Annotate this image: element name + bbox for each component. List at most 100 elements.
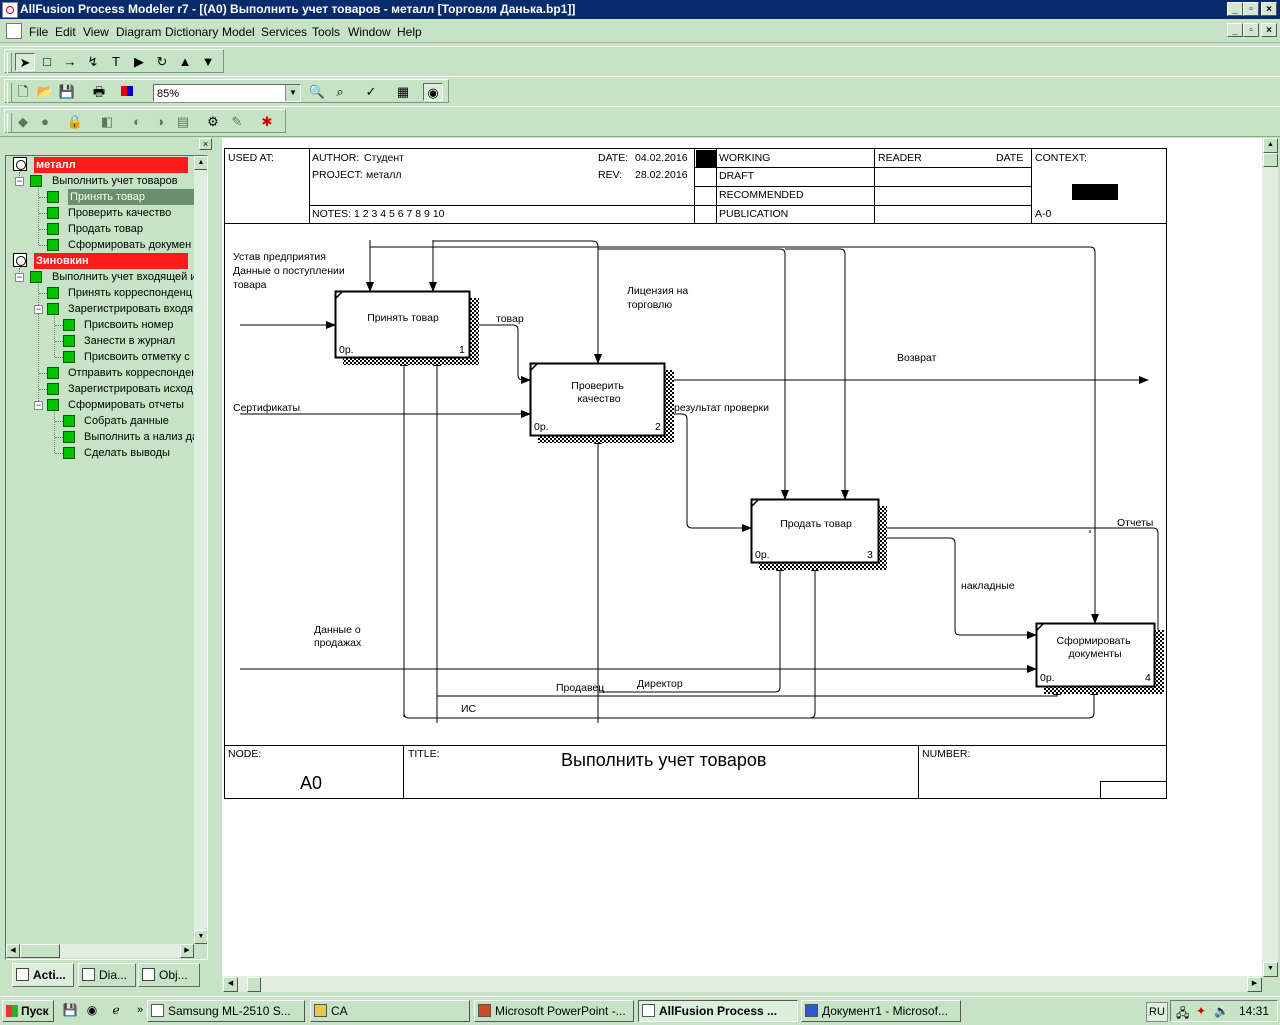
collapse-icon[interactable]: − (34, 304, 43, 314)
activity-box-3[interactable] (750, 498, 880, 564)
panel-close-icon[interactable]: × (199, 138, 212, 150)
arrow-licenzia[interactable] (433, 240, 602, 364)
lock-icon[interactable]: 🔒 (66, 114, 84, 129)
tab-diagrams[interactable]: Dia... (78, 963, 136, 987)
task-samsung[interactable]: Samsung ML-2510 S... (147, 1000, 305, 1022)
activity-box-4[interactable] (1035, 622, 1156, 688)
collapse-icon[interactable]: − (15, 272, 24, 282)
activity-box-1[interactable] (334, 290, 471, 359)
tools-icon[interactable]: ✎ (231, 114, 243, 129)
save-icon[interactable]: 💾 (62, 1003, 78, 1017)
doc-close-button[interactable]: × (1261, 23, 1277, 37)
grid-icon[interactable]: ▤ (176, 114, 190, 129)
pages-icon[interactable]: ● (41, 114, 49, 129)
tab-objects[interactable]: Obj... (138, 963, 200, 987)
people-icon[interactable]: ✱ (261, 114, 273, 129)
menu-edit[interactable]: Edit (55, 25, 76, 39)
menu-window[interactable]: Window (348, 25, 391, 39)
print-icon[interactable]: 🖶 (92, 84, 106, 99)
model-mart-icon[interactable]: ◑ (156, 114, 164, 129)
toolbar-grip[interactable] (7, 113, 12, 133)
idef0-diagram[interactable]: USED AT: AUTHOR: Студент PROJECT: металл… (222, 138, 1262, 976)
canvas-horizontal-scrollbar[interactable] (222, 976, 1262, 992)
language-indicator[interactable]: RU (1146, 1002, 1168, 1022)
menu-services[interactable]: Services (261, 25, 308, 39)
arrow-rezultat[interactable] (665, 413, 752, 532)
box-tool-icon[interactable]: □ (43, 54, 51, 69)
scroll-down-icon[interactable]: ▼ (1263, 962, 1278, 977)
menu-view[interactable]: View (83, 25, 109, 39)
text-tool-icon[interactable]: T (112, 54, 120, 69)
network-icon[interactable]: 🖧 (1176, 1006, 1190, 1020)
open-icon[interactable]: 📂 (36, 84, 54, 99)
new-icon[interactable]: 🗋 (17, 84, 29, 99)
scroll-left-icon[interactable]: ◀ (6, 944, 20, 958)
canvas-scroll-thumb-v[interactable] (1263, 153, 1278, 167)
menu-model[interactable]: Model (222, 25, 255, 39)
close-button[interactable]: × (1261, 2, 1277, 16)
globe-icon[interactable]: ◉ (423, 83, 443, 101)
scroll-up-icon[interactable]: ▲ (194, 156, 207, 170)
task-word[interactable]: Документ1 - Microsof... (801, 1000, 961, 1022)
toolbar-grip[interactable] (7, 83, 12, 103)
scroll-up-icon[interactable]: ▲ (1263, 138, 1278, 153)
task-allfusion[interactable]: AllFusion Process ... (638, 1000, 798, 1022)
clock[interactable]: 14:31 (1239, 1004, 1270, 1018)
start-button[interactable]: Пуск (2, 1000, 54, 1022)
browser-icon[interactable]: ℯ (112, 1003, 120, 1017)
arrow-tovar[interactable] (470, 324, 531, 384)
document-icon[interactable] (6, 23, 22, 39)
tree-scroll-thumb[interactable] (20, 944, 60, 958)
media-icon[interactable]: ◉ (86, 1003, 98, 1017)
menu-dictionary[interactable]: Dictionary (165, 25, 219, 39)
ui-level-icon[interactable]: ◆ (18, 114, 28, 129)
antivirus-icon[interactable]: ✦ (1196, 1004, 1207, 1018)
tree-vertical-scrollbar[interactable] (194, 156, 207, 944)
report-icon[interactable]: ⚙ (207, 114, 219, 129)
squiggle-tool-icon[interactable]: ↯ (87, 54, 99, 69)
arrow-dict-icon[interactable]: ◐ (133, 114, 141, 129)
arrow-tool-icon[interactable]: → (63, 54, 77, 69)
collapse-icon[interactable]: − (34, 400, 43, 410)
arrow-control-3b[interactable] (785, 248, 849, 500)
scroll-left-icon[interactable]: ◀ (223, 977, 238, 992)
spell-check-icon[interactable]: ✓ (365, 84, 377, 99)
menu-diagram[interactable]: Diagram (116, 25, 162, 39)
arrow-control-3a[interactable] (598, 248, 789, 500)
minimize-button[interactable]: _ (1227, 2, 1243, 16)
scroll-right-icon[interactable]: ▶ (1247, 977, 1262, 992)
save-icon[interactable]: 💾 (58, 84, 76, 99)
canvas-scroll-thumb-h[interactable] (247, 977, 261, 992)
doc-minimize-button[interactable]: _ (1227, 23, 1243, 37)
arrow-control-4[interactable] (370, 246, 1099, 624)
canvas-vertical-scrollbar[interactable] (1262, 138, 1278, 976)
zoom-fit-icon[interactable]: ⌕ (336, 84, 344, 99)
refresh-icon[interactable]: ↻ (156, 54, 168, 69)
maximize-button[interactable]: ▫ (1243, 2, 1259, 16)
arrow-mech-4[interactable] (437, 685, 1061, 697)
scroll-down-icon[interactable]: ▼ (194, 930, 207, 944)
go-to-child-icon[interactable]: ▼ (201, 54, 215, 69)
go-to-parent-icon[interactable]: ▲ (178, 54, 192, 69)
task-powerpoint[interactable]: Microsoft PowerPoint -... (474, 1000, 634, 1022)
diagram-canvas[interactable]: USED AT: AUTHOR: Студент PROJECT: металл… (222, 138, 1262, 976)
doc-restore-button[interactable]: ▫ (1243, 23, 1259, 37)
tab-activities[interactable]: Acti... (12, 963, 74, 987)
menu-file[interactable]: File (29, 25, 49, 39)
arrow-is-4[interactable] (403, 685, 1098, 719)
volume-icon[interactable]: 🔈 (1214, 1004, 1229, 1018)
arrow-direktor-3[interactable] (598, 561, 784, 693)
arrow-nakladnye[interactable] (879, 537, 1037, 639)
activity-box-2[interactable] (529, 362, 666, 437)
pointer-tool-icon[interactable]: ➤ (15, 53, 35, 71)
menu-tools[interactable]: Tools (312, 25, 341, 39)
collapse-icon[interactable]: − (15, 176, 24, 186)
scroll-right-icon[interactable]: ▶ (180, 944, 194, 958)
cube-icon[interactable]: ◧ (100, 114, 114, 129)
color-icon[interactable] (117, 83, 137, 101)
zoom-select[interactable]: 85%▼ (153, 84, 301, 102)
more-icon[interactable]: » (136, 1004, 144, 1016)
menu-help[interactable]: Help (397, 25, 422, 39)
model-explorer-icon[interactable]: ▦ (396, 84, 410, 99)
task-ca[interactable]: CA (310, 1000, 470, 1022)
